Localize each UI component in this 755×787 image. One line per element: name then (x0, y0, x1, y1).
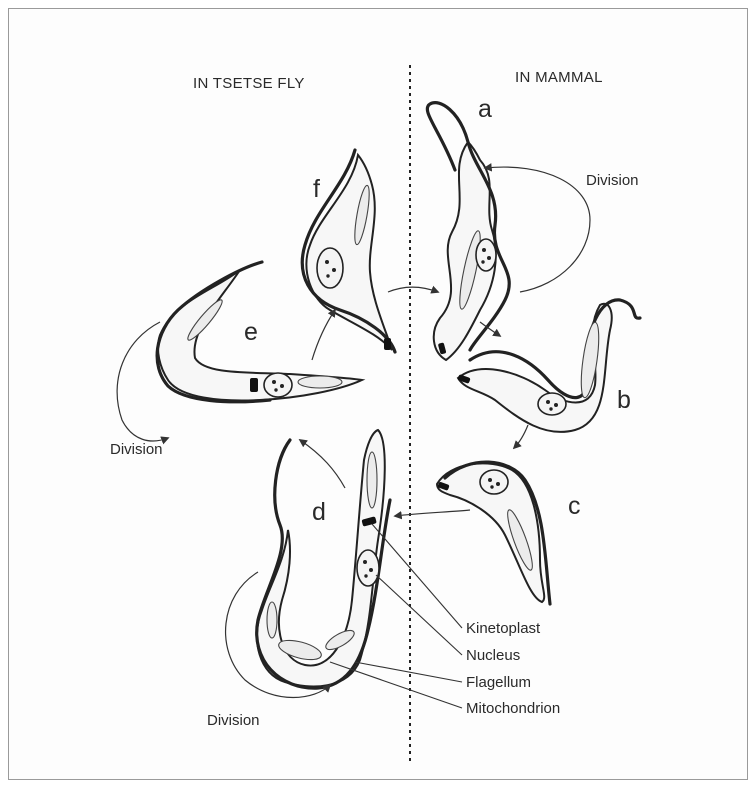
stage-a-label: a (478, 95, 492, 123)
stage-a-trypanosome (427, 103, 509, 360)
mitochondrion-leader (330, 662, 462, 708)
stage-d-trypanosome (257, 430, 390, 688)
kinetoplast-label: Kinetoplast (466, 620, 541, 637)
arrow-f-to-a (388, 287, 438, 292)
stage-b-label: b (617, 386, 631, 414)
flagellum-leader (355, 662, 462, 682)
division-label-d: Division (207, 712, 260, 729)
stage-b-trypanosome (457, 300, 640, 432)
division-arrow-mammal (485, 167, 590, 292)
flagellum-label: Flagellum (466, 674, 531, 691)
stage-d-label: d (312, 498, 326, 526)
stage-f-label: f (313, 175, 320, 203)
division-label-mammal: Division (586, 172, 639, 189)
stage-e-label: e (244, 318, 258, 346)
nucleus-label: Nucleus (466, 647, 520, 664)
mitochondrion-label: Mitochondrion (466, 700, 560, 717)
arrow-c-to-d (395, 510, 470, 516)
stage-c-label: c (568, 492, 581, 520)
stage-c-trypanosome (437, 462, 550, 604)
mammal-header: IN MAMMAL (515, 69, 603, 86)
nucleus-leader (376, 575, 462, 655)
arrow-e-to-f (312, 310, 335, 360)
division-label-e: Division (110, 441, 163, 458)
tsetse-fly-header: IN TSETSE FLY (193, 75, 305, 92)
arrow-b-to-c (514, 425, 528, 448)
arrow-d-to-e (300, 440, 345, 488)
